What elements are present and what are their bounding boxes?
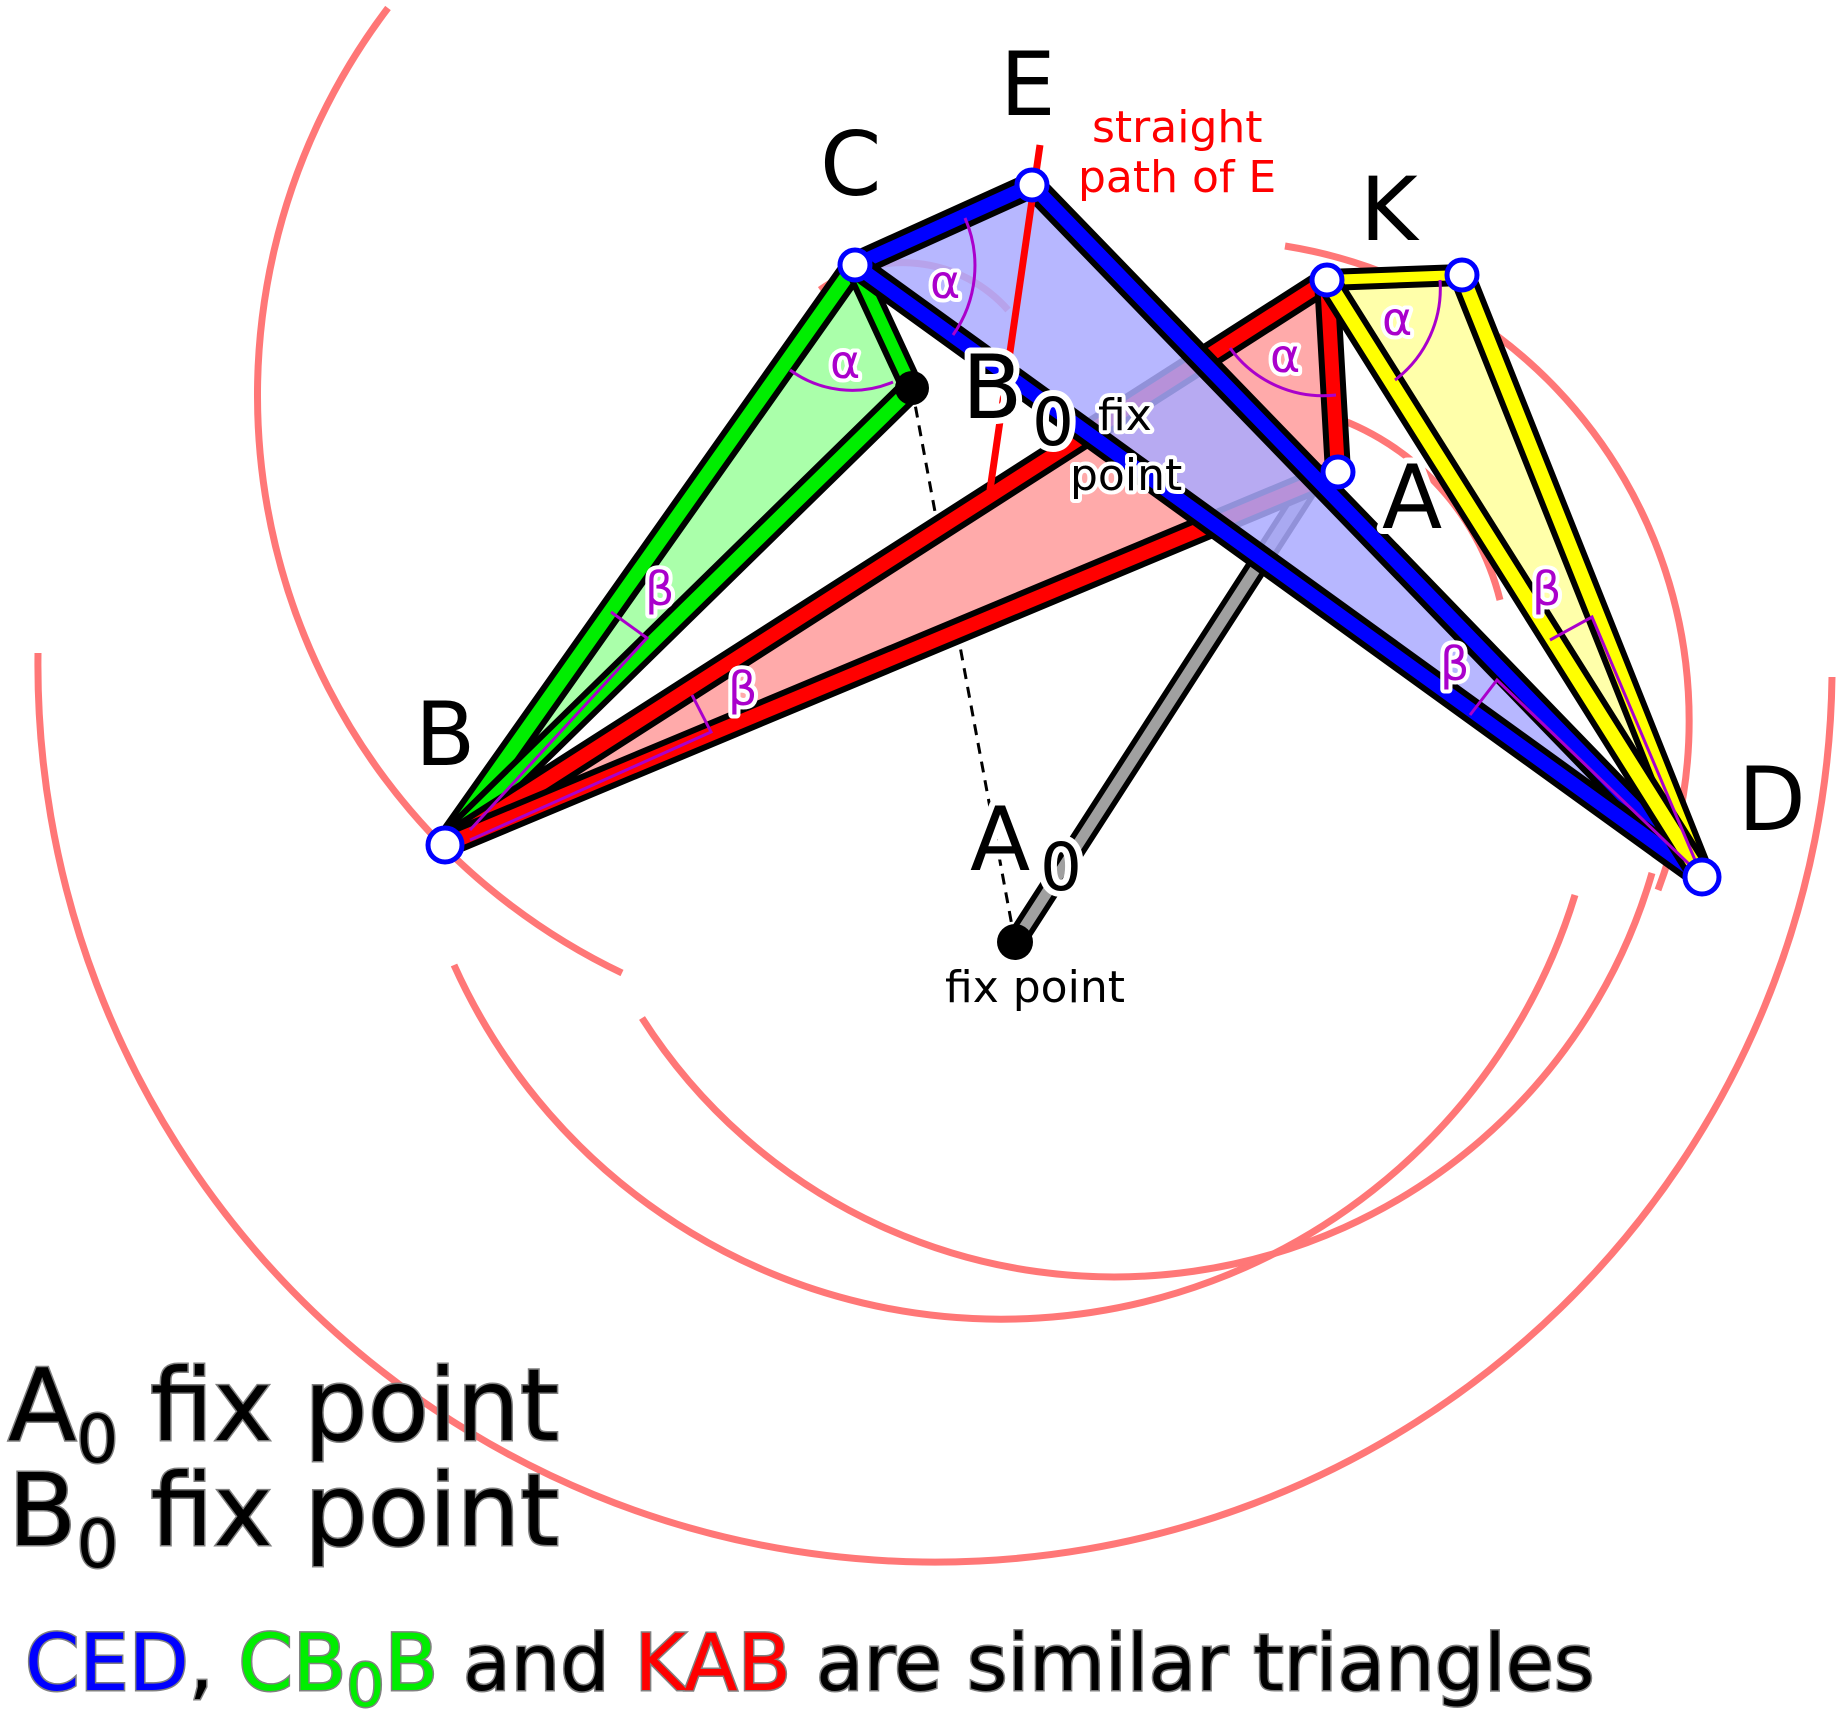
alpha-label-yellow: α <box>1382 292 1412 346</box>
joint-yellow-top <box>1444 257 1480 293</box>
legend-b0-text: fix point <box>119 1452 560 1569</box>
joints <box>425 167 1722 960</box>
triangle-ced <box>842 172 1715 890</box>
label-b0-sub: 0 <box>1032 384 1074 461</box>
alpha-arc-yellow <box>1394 279 1442 382</box>
b0-fix-caption-line1: fix <box>1098 390 1152 441</box>
alpha-label-blue: α <box>930 255 960 309</box>
label-d: D <box>1738 748 1806 851</box>
angle-labels: α α α α β β β β <box>641 251 1565 720</box>
label-k: K <box>1360 158 1420 261</box>
beta-label-yellow: β <box>1532 562 1561 616</box>
fixed-joint-a0 <box>997 924 1033 960</box>
joint-a <box>1320 454 1356 490</box>
label-c: C <box>820 113 881 216</box>
legend-similar-triangles: CED, CB0B and KAB are similar triangles <box>25 1619 1594 1713</box>
legend-a0-text: fix point <box>118 1347 559 1464</box>
joint-k <box>1309 262 1345 298</box>
angle-markers <box>468 217 1697 867</box>
annotations: straight path of E fix point fix point <box>941 98 1280 1017</box>
legend-a0-sub: 0 <box>76 1401 118 1478</box>
point-labels: E C K B 0 A B D A 0 <box>409 27 1812 912</box>
alpha-label-green: α <box>830 335 860 389</box>
joint-d <box>1682 857 1722 897</box>
beta-label-blue: β <box>1440 637 1469 691</box>
legend-kab: KAB <box>634 1619 791 1709</box>
triangle-cb0b <box>432 252 925 858</box>
alpha-label-red: α <box>1270 329 1300 383</box>
beta-label-green: β <box>645 562 674 616</box>
label-a: A <box>1382 446 1442 549</box>
legend-b0-sub: 0 <box>77 1506 119 1583</box>
legend-b0-name: B <box>8 1452 77 1569</box>
straight-path-line <box>986 144 1044 491</box>
label-b: B <box>415 683 475 786</box>
alpha-arc-green <box>789 368 894 392</box>
legend-a0-name: A <box>8 1347 76 1464</box>
legend-ced: CED <box>25 1619 189 1709</box>
label-a0: A <box>970 788 1030 891</box>
arc-b-lower <box>34 652 1836 1566</box>
joint-c <box>837 247 873 283</box>
label-b0: B <box>962 336 1022 439</box>
a0-fix-caption: fix point <box>945 962 1125 1013</box>
beta-mark-green <box>468 610 650 832</box>
legend-comma: , <box>189 1619 239 1709</box>
legend-cb0b-pre: CB <box>238 1619 346 1709</box>
arc-d-right <box>639 872 1656 1281</box>
triangle-yellow <box>1314 262 1715 890</box>
fixed-joint-b0 <box>895 371 929 405</box>
beta-mark-yellow <box>1549 614 1697 861</box>
legend-tail: are similar triangles <box>791 1619 1594 1709</box>
arc-b-outer <box>254 5 624 977</box>
arc-d-left <box>450 893 1579 1323</box>
alpha-arc-red <box>1228 347 1337 398</box>
label-e: E <box>1000 33 1056 136</box>
beta-mark-blue <box>1468 677 1692 867</box>
legend: A0 fix point B0 fix point CED, CB0B and … <box>7 1346 1596 1718</box>
legend-and: and <box>438 1619 634 1709</box>
b0-fix-caption-line2: point <box>1070 450 1182 501</box>
legend-a0: A0 fix point <box>8 1347 559 1478</box>
beta-mark-red <box>469 694 714 842</box>
legend-cb0b-post: B <box>385 1619 439 1709</box>
path-caption-line2: path of E <box>1078 152 1276 203</box>
path-caption-line1: straight <box>1092 102 1263 153</box>
label-a0-sub: 0 <box>1040 829 1082 906</box>
legend-b0: B0 fix point <box>8 1452 559 1583</box>
beta-label-red: β <box>728 662 757 716</box>
alpha-arc-blue <box>951 217 977 336</box>
joint-b <box>425 825 465 865</box>
legend-cb0b-sub: 0 <box>346 1651 384 1713</box>
arc-a-right <box>1317 408 1504 601</box>
joint-e <box>1014 167 1050 203</box>
